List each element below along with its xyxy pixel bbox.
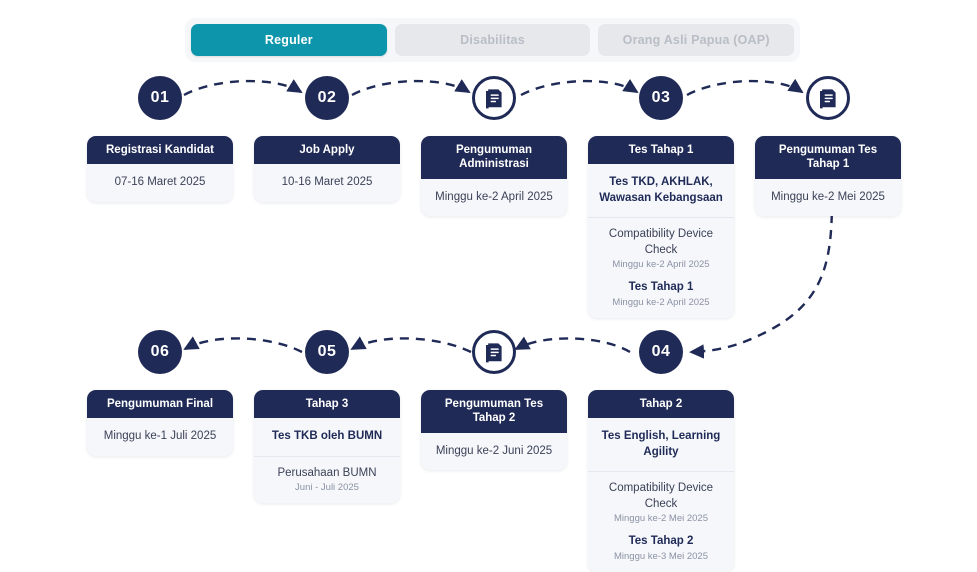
card-title: Tahap 3 [254,390,400,419]
tab-disabilitas[interactable]: Disabilitas [394,24,591,56]
card-detail-item: Tes Tahap 1 Minggu ke-2 April 2025 [595,280,727,308]
card-summary: Tes English, Learning Agility [601,430,721,458]
card-detail-item: Perusahaan BUMN Juni - Juli 2025 [261,466,393,494]
card-pengumuman-tes-tahap-2[interactable]: Pengumuman Tes Tahap 2 Minggu ke-2 Juni … [421,390,567,471]
document-icon [819,88,838,109]
detail-date: Juni - Juli 2025 [295,482,359,494]
card-date: Minggu ke-2 Mei 2025 [771,190,885,203]
step-node-announcement-2[interactable] [806,76,850,120]
card-title: Tes Tahap 1 [588,136,734,165]
detail-date: Minggu ke-2 April 2025 [612,259,710,271]
card-title: Job Apply [254,136,400,165]
card-registrasi-kandidat[interactable]: Registrasi Kandidat 07-16 Maret 2025 [87,136,233,202]
detail-name: Compatibility Device Check [608,228,714,256]
detail-name: Tes Tahap 2 [628,535,694,548]
card-pengumuman-tes-tahap-1[interactable]: Pengumuman Tes Tahap 1 Minggu ke-2 Mei 2… [755,136,901,217]
card-date: 07-16 Maret 2025 [114,176,206,189]
tab-orang-asli-papua[interactable]: Orang Asli Papua (OAP) [598,24,795,56]
detail-date: Minggu ke-2 April 2025 [612,296,710,308]
card-date: Minggu ke-1 Juli 2025 [103,430,217,443]
step-node-label: 03 [651,89,671,106]
card-detail-item: Compatibility Device Check Minggu ke-2 A… [595,227,727,270]
card-date: Minggu ke-2 Juni 2025 [435,444,553,457]
step-node-label: 01 [150,89,170,106]
timeline-page: Reguler Disabilitas Orang Asli Papua (OA… [87,18,901,562]
document-icon [485,342,504,363]
card-detail-list: Compatibility Device Check Minggu ke-2 M… [588,471,734,572]
card-job-apply[interactable]: Job Apply 10-16 Maret 2025 [254,136,400,202]
card-tahap-2[interactable]: Tahap 2 Tes English, Learning Agility Co… [588,390,734,572]
card-title: Tahap 2 [588,390,734,419]
step-node-03[interactable]: 03 [639,76,683,120]
card-pengumuman-final[interactable]: Pengumuman Final Minggu ke-1 Juli 2025 [87,390,233,456]
detail-date: Minggu ke-3 Mei 2025 [614,550,708,562]
card-summary: Tes TKD, AKHLAK, Wawasan Kebangsaan [599,176,723,204]
card-detail-list: Compatibility Device Check Minggu ke-2 A… [588,217,734,318]
card-title: Pengumuman Administrasi [421,136,567,179]
step-node-label: 06 [150,343,170,360]
card-detail-list: Perusahaan BUMN Juni - Juli 2025 [254,455,400,504]
detail-name: Tes Tahap 1 [628,281,694,294]
card-date: Minggu ke-2 April 2025 [435,190,553,203]
card-date: 10-16 Maret 2025 [281,176,373,189]
card-detail-item: Compatibility Device Check Minggu ke-2 M… [595,481,727,524]
tab-bar: Reguler Disabilitas Orang Asli Papua (OA… [185,18,800,62]
card-title: Pengumuman Tes Tahap 2 [421,390,567,433]
step-node-02[interactable]: 02 [305,76,349,120]
card-detail-item: Tes Tahap 2 Minggu ke-3 Mei 2025 [595,534,727,562]
detail-name: Perusahaan BUMN [277,466,377,479]
tab-reguler[interactable]: Reguler [191,24,387,56]
step-node-announcement-1[interactable] [472,76,516,120]
step-node-label: 04 [651,343,671,360]
step-node-04[interactable]: 04 [639,330,683,374]
card-pengumuman-administrasi[interactable]: Pengumuman Administrasi Minggu ke-2 Apri… [421,136,567,217]
detail-name: Compatibility Device Check [608,482,714,510]
card-summary: Tes TKB oleh BUMN [271,430,383,443]
card-title: Pengumuman Tes Tahap 1 [755,136,901,179]
step-node-05[interactable]: 05 [305,330,349,374]
card-title: Registrasi Kandidat [87,136,233,165]
step-node-announcement-3[interactable] [472,330,516,374]
card-tahap-3[interactable]: Tahap 3 Tes TKB oleh BUMN Perusahaan BUM… [254,390,400,504]
document-icon [485,88,504,109]
step-node-label: 05 [317,343,337,360]
step-node-01[interactable]: 01 [138,76,182,120]
detail-date: Minggu ke-2 Mei 2025 [614,513,708,525]
step-node-06[interactable]: 06 [138,330,182,374]
card-title: Pengumuman Final [87,390,233,419]
card-tes-tahap-1[interactable]: Tes Tahap 1 Tes TKD, AKHLAK, Wawasan Keb… [588,136,734,318]
step-node-label: 02 [317,89,337,106]
